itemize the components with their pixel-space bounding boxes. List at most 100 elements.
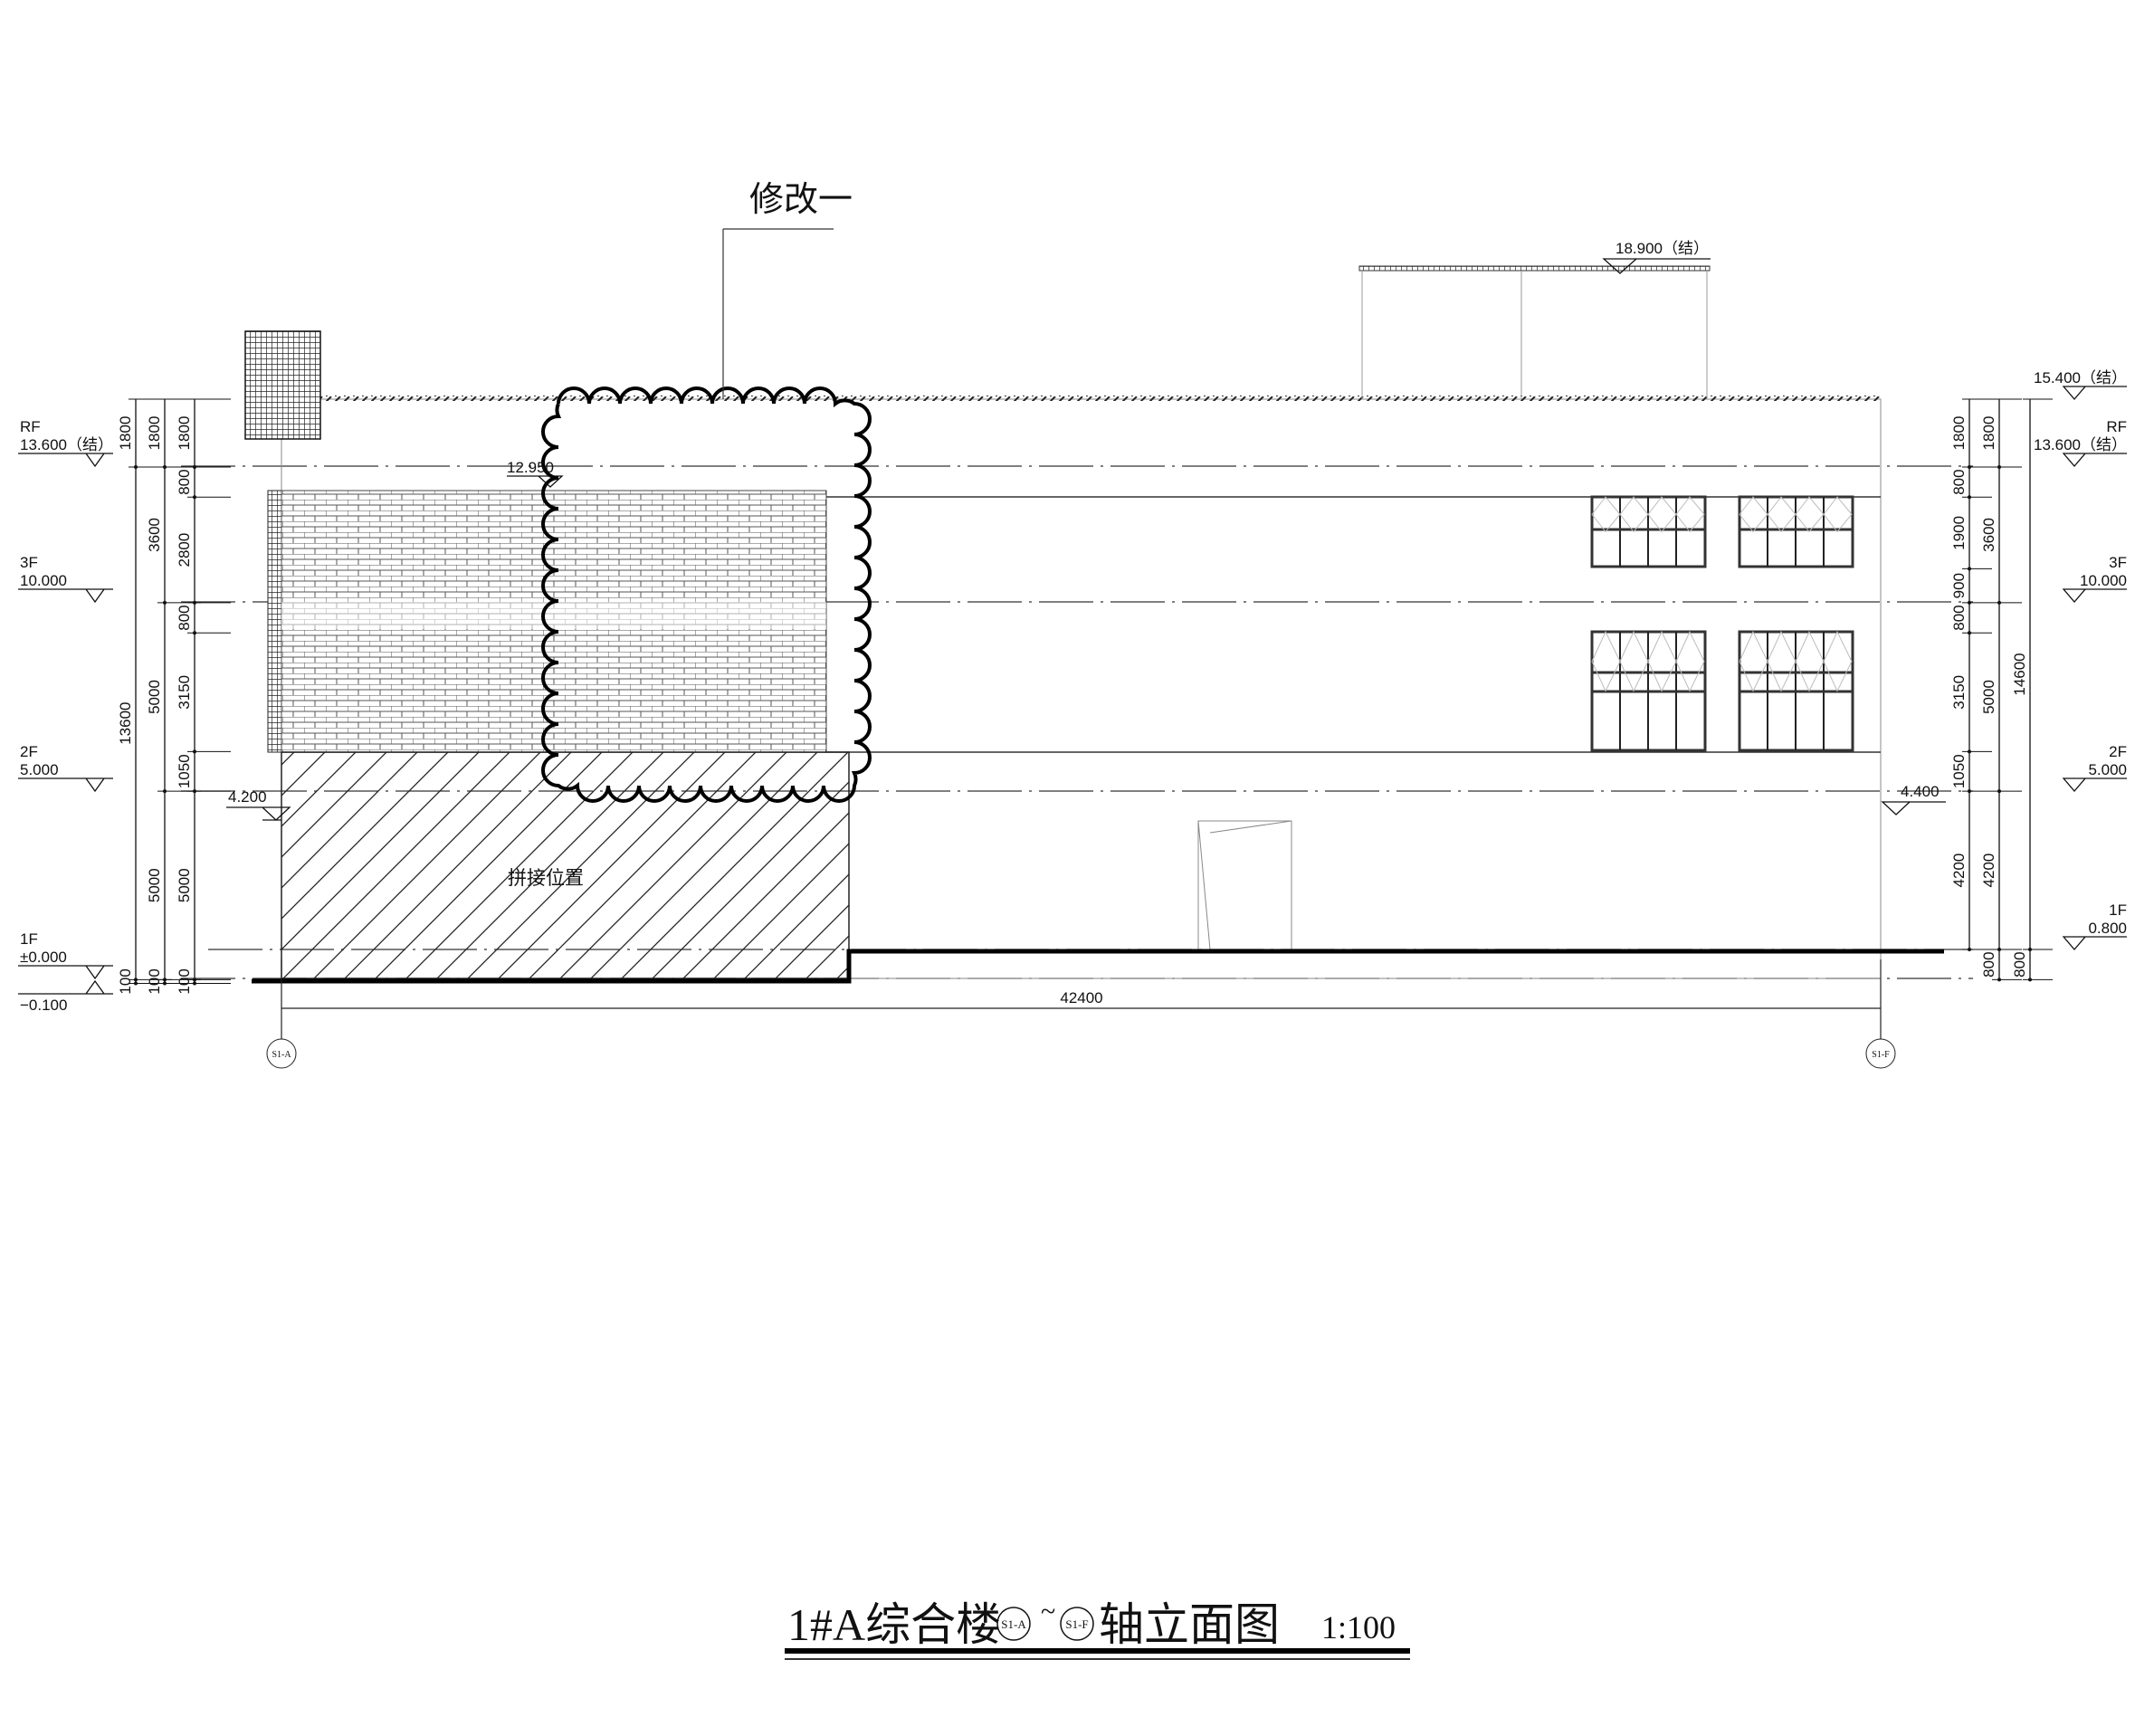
dimension-label: 1050	[1950, 754, 1968, 788]
window	[1738, 495, 1854, 568]
dimension-label: 800	[1980, 951, 1997, 977]
dimension-label: 1800	[146, 416, 163, 451]
dimension-label: 1800	[1950, 416, 1968, 451]
dimension-label: 900	[1950, 573, 1968, 598]
axis-bubble-right: S1-F	[1865, 1038, 1896, 1069]
chimney-block	[244, 330, 321, 440]
dimension-label: 1800	[1980, 416, 1997, 451]
level-marker-left: 2F5.000	[18, 743, 113, 793]
svg-text:3F: 3F	[2109, 554, 2127, 571]
revision-cloud	[541, 386, 872, 803]
title-suffix: 轴立面图	[1099, 1599, 1280, 1650]
dimension-label: 800	[1950, 605, 1968, 630]
svg-text:RF: RF	[2106, 418, 2127, 435]
dimension-chain: 1800 800 1900 900 800 3150 1050 4200	[1950, 398, 1992, 951]
dimension-label: 3150	[176, 675, 193, 710]
svg-text:3F: 3F	[20, 554, 38, 571]
svg-text:1F: 1F	[2109, 901, 2127, 919]
level-marker-right: 2F5.000	[2062, 743, 2127, 792]
building-elevation	[244, 228, 1944, 984]
spot-level-canopy-left: 4.200	[228, 788, 267, 806]
dimension-label: 5000	[176, 868, 193, 902]
revision-leader	[722, 228, 834, 399]
svg-text:2F: 2F	[2109, 743, 2127, 760]
dimension-label: 5000	[146, 680, 163, 714]
dimension-label: 5000	[1980, 680, 1997, 714]
dimension-chain: 1800 13600 100	[117, 398, 172, 995]
svg-text:−0.100: −0.100	[20, 997, 67, 1014]
svg-text:RF: RF	[20, 418, 41, 435]
title-building: 1#A综合楼	[787, 1599, 1001, 1650]
door	[1197, 820, 1292, 950]
level-marker-right: 15.400（结）	[2034, 369, 2127, 400]
dimension-label: 4200	[1950, 854, 1968, 888]
level-marker-left: −0.100	[18, 979, 113, 1014]
svg-text:5.000: 5.000	[2088, 761, 2127, 778]
axis-bubble-left: S1-A	[266, 1038, 297, 1069]
overall-width-label: 42400	[1060, 989, 1102, 1006]
dimension-label: 3150	[1950, 675, 1968, 710]
svg-text:0.800: 0.800	[2088, 920, 2127, 937]
dimension-chain: 1800 3600 5000 4200 800	[1980, 398, 2022, 982]
dimension-label: 2800	[176, 533, 193, 568]
dimension-label: 100	[176, 968, 193, 994]
svg-text:±0.000: ±0.000	[20, 949, 67, 966]
windows	[1590, 495, 1854, 752]
dimension-label: 800	[176, 469, 193, 494]
roof-parapet	[281, 396, 1881, 401]
dimension-chain: 1800 800 2800 800 3150 1050 5000 100	[176, 398, 231, 995]
side-column	[267, 490, 282, 753]
dimension-chains: 1800 13600 100 1800 3600 5000 5000 100 1800 800 28…	[117, 398, 2053, 995]
dimension-label: 100	[117, 968, 134, 994]
ground-line	[252, 949, 1944, 984]
window	[1590, 630, 1707, 752]
dimension-label: 13600	[117, 701, 134, 744]
level-marker-right: 1F0.800	[2062, 901, 2127, 950]
svg-text:2F: 2F	[20, 743, 38, 760]
splice-note: 拼接位置	[508, 868, 584, 889]
dimension-label: 14600	[2011, 653, 2028, 695]
level-markers: RF13.600（结）3F10.0002F5.0001F±0.000−0.100…	[18, 369, 2127, 1014]
dimension-label: 3600	[1980, 518, 1997, 552]
svg-text:10.000: 10.000	[20, 572, 67, 589]
dimension-label: 100	[146, 968, 163, 994]
svg-text:10.000: 10.000	[2080, 572, 2127, 589]
title-axis-to: S1-F	[1065, 1617, 1088, 1631]
drawing-title: 1#A综合楼 S1-A ~ S1-F 轴立面图 1:100	[785, 1597, 1410, 1660]
dimension-label: 5000	[146, 868, 163, 902]
dimension-label: 3600	[146, 518, 163, 552]
svg-text:5.000: 5.000	[20, 761, 59, 778]
revision-note: 修改一	[749, 181, 853, 219]
dimension-label: 1900	[1950, 516, 1968, 550]
spot-level-canopy-right: 4.400	[1901, 783, 1940, 800]
spot-level-wall-top: 12.950	[507, 459, 554, 476]
dimension-label: 1800	[176, 416, 193, 451]
window	[1738, 630, 1854, 752]
spot-level-top: 18.900（结）	[1616, 240, 1709, 257]
svg-text:~: ~	[1041, 1597, 1055, 1626]
title-scale: 1:100	[1321, 1609, 1396, 1645]
svg-text:1F: 1F	[20, 930, 38, 948]
svg-text:S1-A: S1-A	[272, 1050, 291, 1060]
dimension-label: 1800	[117, 416, 134, 451]
dimension-label: 4200	[1980, 854, 1997, 888]
svg-text:13.600（结）: 13.600（结）	[2034, 436, 2127, 453]
svg-text:15.400（结）: 15.400（结）	[2034, 369, 2127, 386]
dimension-label: 800	[176, 605, 193, 630]
window	[1590, 495, 1707, 568]
dimension-chain: 14600 800	[2011, 398, 2053, 982]
title-axis-from: S1-A	[1001, 1617, 1026, 1631]
dimension-label: 800	[1950, 469, 1968, 494]
svg-text:S1-F: S1-F	[1872, 1050, 1890, 1060]
dimension-label: 1050	[176, 754, 193, 788]
svg-text:13.600（结）: 13.600（结）	[20, 436, 113, 453]
spot-levels	[226, 258, 1946, 821]
dimension-label: 800	[2011, 951, 2028, 977]
overall-dimension	[281, 959, 1882, 1039]
